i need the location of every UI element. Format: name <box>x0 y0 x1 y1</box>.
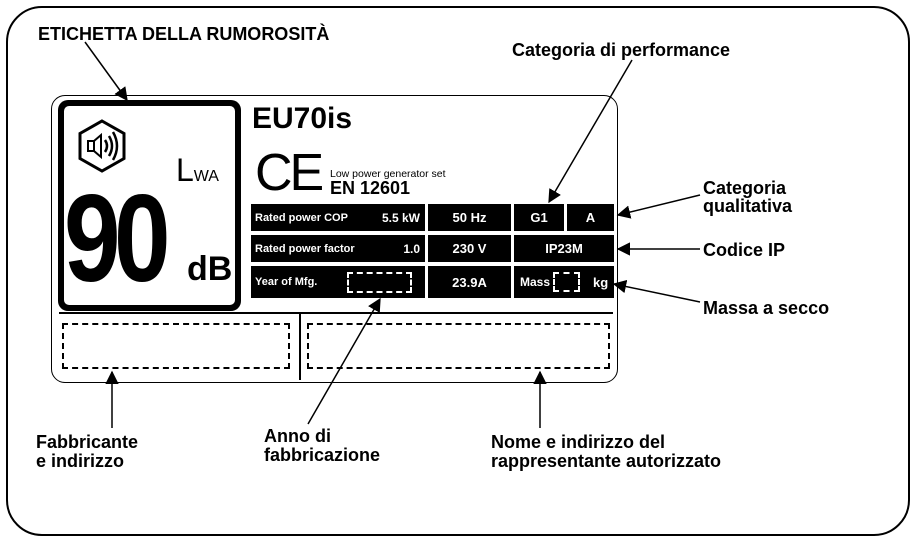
power-factor-label: Rated power factor <box>255 242 355 255</box>
callout-quality-category-line2: qualitativa <box>703 196 793 216</box>
mass-label: Mass <box>520 275 551 289</box>
callout-year-line2: fabbricazione <box>264 445 381 465</box>
callout-ip-code: Codice IP <box>703 240 786 260</box>
quality-class-cell: A <box>567 204 614 231</box>
callout-performance-category: Categoria di performance <box>512 40 731 60</box>
lwa-sub: WA <box>193 168 219 185</box>
callout-quality-category-line1: Categoria <box>703 178 787 198</box>
power-factor-cell: Rated power factor 1.0 <box>251 235 425 262</box>
model-name: EU70is <box>252 102 353 135</box>
speaker-hexagon-icon <box>78 119 126 173</box>
noise-panel-inner: LWA 90 dB <box>64 106 235 305</box>
representative-box <box>307 323 610 369</box>
lwa-main: L <box>176 152 194 188</box>
performance-class-cell: G1 <box>514 204 564 231</box>
standard: EN 12601 <box>330 178 411 198</box>
manufacturer-box <box>62 323 290 369</box>
noise-panel: LWA 90 dB <box>58 100 241 311</box>
vertical-divider <box>299 314 301 380</box>
callout-year-line1: Anno di <box>264 426 331 446</box>
diagram: ETICHETTA DELLA RUMOROSITÀ Categoria di … <box>6 6 910 536</box>
mass-placeholder <box>553 272 580 292</box>
callout-noise-label: ETICHETTA DELLA RUMOROSITÀ <box>38 24 330 44</box>
current-cell: 23.9A <box>428 266 511 298</box>
callout-manufacturer-line1: Fabbricante <box>36 432 139 452</box>
lwa-symbol: LWA <box>176 153 219 194</box>
ip-code-cell: IP23M <box>514 235 614 262</box>
rated-power-label: Rated power COP <box>255 211 348 224</box>
noise-value: 90 <box>64 170 171 308</box>
product-type: Low power generator set <box>330 168 446 180</box>
year-label: Year of Mfg. <box>255 276 318 288</box>
frequency-cell: 50 Hz <box>428 204 511 231</box>
ce-mark: CE <box>255 144 324 202</box>
power-factor-value: 1.0 <box>403 241 420 256</box>
horizontal-divider <box>59 312 613 314</box>
voltage-cell: 230 V <box>428 235 511 262</box>
callout-representative-line2: rappresentante autorizzato <box>491 451 722 471</box>
rated-power-cell: Rated power COP 5.5 kW <box>251 204 425 231</box>
callout-representative-line1: Nome e indirizzo del <box>491 432 666 452</box>
callout-manufacturer-line2: e indirizzo <box>36 451 125 471</box>
noise-unit: dB <box>187 250 233 288</box>
mass-cell: Mass kg <box>514 266 614 298</box>
year-placeholder <box>347 272 412 293</box>
callout-dry-mass: Massa a secco <box>703 298 830 318</box>
mass-unit: kg <box>593 274 609 290</box>
rated-power-value: 5.5 kW <box>381 210 420 225</box>
